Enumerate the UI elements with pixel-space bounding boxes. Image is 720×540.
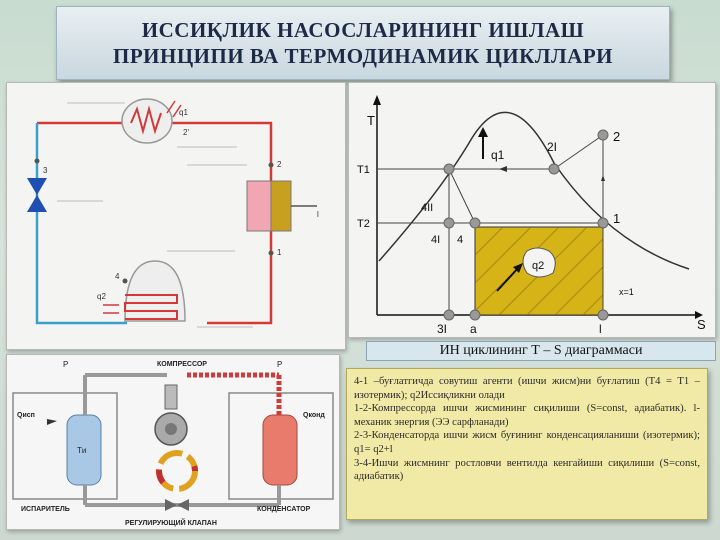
title-banner: ИССИҚЛИК НАСОСЛАРИНИНГ ИШЛАШ ПРИНЦИПИ ВА… (56, 6, 670, 80)
desc-process-3-4: 3-4-Ишчи жисмнинг ростловчи вентилда кен… (354, 457, 700, 483)
s-axis-label: S (697, 317, 706, 332)
point-2: 2 (613, 129, 620, 144)
q1-label: q1 (491, 148, 505, 162)
tick-l: l (599, 322, 602, 336)
title-line-2: ПРИНЦИПИ ВА ТЕРМОДИНАМИК ЦИКЛЛАРИ (112, 44, 613, 68)
ts-diagram-caption: ИН циклининг Т – S диаграммаси (366, 341, 716, 361)
condenser-label: КОНДЕНСАТОР (257, 506, 311, 513)
label-q1: q1 (179, 108, 188, 117)
label-4: 4 (115, 272, 120, 281)
evaporator-frame (12, 392, 118, 500)
label-2: 2 (277, 160, 282, 169)
t-evap-label: Tи (77, 446, 86, 455)
label-3: 3 (43, 166, 48, 175)
q-cond-label: Qконд (303, 412, 325, 419)
desc-process-2-3: 2-3-Конденсаторда ишчи жисм буғининг кон… (354, 430, 700, 455)
tick-3I: 3I (437, 322, 447, 336)
p-right-label: P (277, 360, 282, 369)
valve-label: РЕГУЛИРУЮЩИЙ КЛАПАН (125, 518, 217, 527)
evaporator-dome (124, 260, 186, 322)
label-q2: q2 (97, 292, 106, 301)
point-4I: 4I (431, 234, 440, 246)
valve-bottom (27, 195, 47, 212)
desc-process-4-1: 4-1 –буғлатгичда совутиш агенти (ишчи жи… (354, 376, 700, 401)
cycle-description: 4-1 –буғлатгичда совутиш агенти (ишчи жи… (346, 368, 708, 520)
point-2I: 2I (547, 140, 557, 154)
compressor-label: КОМПРЕССОР (157, 361, 207, 368)
ts-diagram-panel: T S q2 T1 T2 (348, 82, 716, 338)
label-l: l (317, 210, 319, 219)
tick-a: a (470, 322, 477, 336)
desc-process-1-2: 1-2-Компрессорда ишчи жисмининг сиқилиши… (354, 403, 700, 428)
q-evap-label: Qисп (17, 412, 35, 419)
evaporator-label: ИСПАРИТЕЛЬ (21, 506, 70, 513)
title-line-1: ИССИҚЛИК НАСОСЛАРИНИНГ ИШЛАШ (141, 18, 585, 42)
machine-schematic: Tи Qисп Qконд КОМПРЕССОР P P (12, 360, 334, 527)
label-2prime: 2' (183, 128, 189, 137)
point-1: 1 (613, 211, 620, 226)
t2-label: T2 (357, 218, 370, 230)
x1-label: x=1 (619, 287, 634, 297)
condenser-tank (262, 414, 298, 486)
heat-pump-scheme-panel: q1 2' 3 l 2 1 4 q2 (6, 82, 346, 350)
point-4: 4 (457, 234, 463, 246)
p-left-label: P (63, 360, 68, 369)
label-1: 1 (277, 248, 282, 257)
valve-top (27, 178, 47, 195)
condenser-coil (121, 98, 173, 144)
point-4II: 4II (421, 202, 433, 214)
machine-schematic-panel: Tи Qисп Qконд КОМПРЕССОР P P (6, 354, 340, 530)
q2-blob (522, 247, 556, 278)
t-axis-label: T (367, 113, 375, 128)
heat-pump-scheme: q1 2' 3 l 2 1 4 q2 (27, 98, 319, 328)
q2-label: q2 (532, 260, 544, 272)
saturation-curve (378, 111, 690, 270)
compressor-cylinder (246, 180, 272, 232)
t1-label: T1 (357, 164, 370, 176)
compressor-piston (270, 180, 292, 232)
ts-diagram: T S q2 T1 T2 (357, 95, 706, 336)
cycle-arrows (156, 450, 198, 492)
